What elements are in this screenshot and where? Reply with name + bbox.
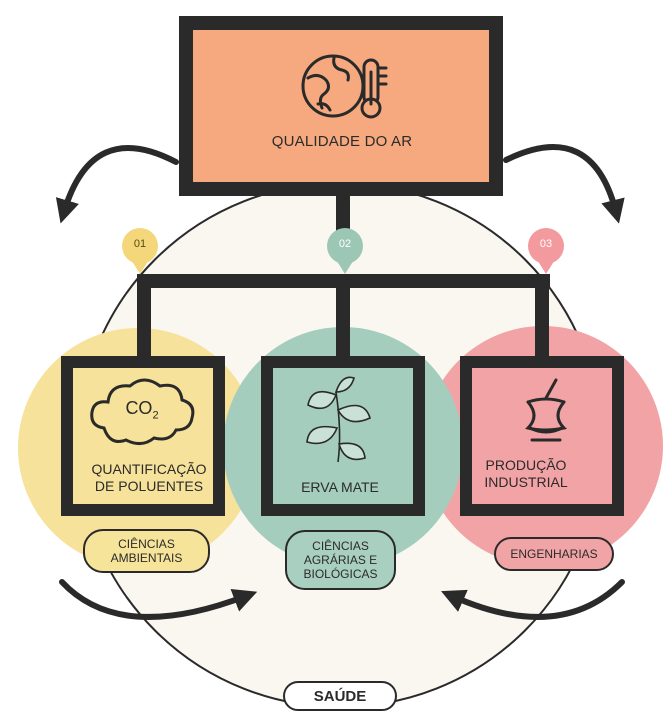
co2-main: CO: [125, 398, 153, 418]
footer-label: SAÚDE: [313, 687, 367, 705]
area-badge-3: ENGENHARIAS: [494, 537, 614, 571]
node-box-2: [261, 356, 425, 516]
co2-cloud-icon: [90, 378, 195, 445]
page-title: QUALIDADE DO AR: [271, 133, 413, 150]
earth-thermometer-icon: [301, 54, 388, 119]
co2-label: CO2: [112, 398, 172, 422]
area-badge-2-line1: CIÊNCIAS: [312, 539, 369, 553]
area-badge-2-line2: AGRÁRIAS E: [303, 553, 378, 567]
node-label-2-line1: ERVA MATE: [301, 479, 379, 495]
node-label-1-line1: QUANTIFICAÇÃO: [91, 461, 207, 477]
area-badge-1: CIÊNCIAS AMBIENTAIS: [83, 529, 210, 573]
top-box: [179, 16, 503, 196]
arrow-bottom-right: [441, 579, 625, 620]
footer-badge-saude: SAÚDE: [283, 681, 397, 711]
pin-2: [327, 228, 363, 274]
node-number-3: 03: [539, 238, 553, 250]
node-label-3-line1: PRODUÇÃO: [485, 457, 567, 473]
co2-sub: 2: [152, 409, 159, 422]
node-label-3: PRODUÇÃO INDUSTRIAL: [454, 457, 598, 491]
node-box-1: [61, 356, 225, 516]
node-label-1-line2: DE POLUENTES: [94, 478, 204, 494]
arrow-top-right: [503, 144, 625, 224]
chimarrao-cup-icon: [525, 378, 568, 442]
erva-mate-leaf-icon: [306, 376, 371, 463]
arrow-top-left: [55, 145, 179, 224]
node-box-3: [460, 356, 624, 516]
pin-1: [122, 228, 158, 274]
pin-3: [528, 228, 564, 274]
area-badge-1-line2: AMBIENTAIS: [110, 551, 183, 565]
node-label-2: ERVA MATE: [272, 479, 408, 496]
node-number-1: 01: [133, 238, 147, 250]
area-badge-2-line3: BIOLÓGICAS: [303, 567, 378, 581]
node-label-3-line2: INDUSTRIAL: [484, 474, 568, 490]
node-number-2: 02: [338, 238, 352, 250]
area-badge-3-label: ENGENHARIAS: [510, 547, 598, 561]
area-badge-2: CIÊNCIAS AGRÁRIAS E BIOLÓGICAS: [285, 530, 396, 590]
curved-arrows: [55, 144, 625, 620]
connector-tree: [137, 189, 550, 362]
area-badge-1-line1: CIÊNCIAS: [118, 537, 175, 551]
node-label-1: QUANTIFICAÇÃO DE POLUENTES: [74, 461, 224, 495]
arrow-bottom-left: [59, 579, 258, 620]
